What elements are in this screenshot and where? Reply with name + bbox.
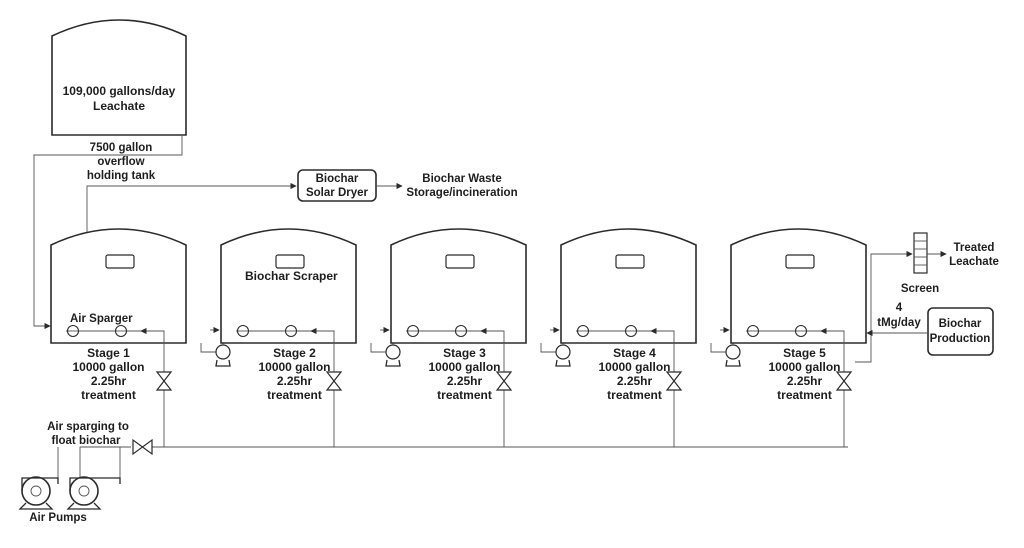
stage-3-volume: 10000 gallon [428,360,500,374]
biochar-solar-dryer: Biochar Solar Dryer [297,169,377,202]
air-sparger-label: Air Sparger [70,313,133,325]
stage-1-note: treatment [81,388,136,402]
overflow-tank-line3: holding tank [87,170,156,182]
feed-rate-line1: 4 [896,302,903,314]
stage-4-name: Stage 4 [613,346,656,360]
treated-label-line2: Leachate [949,256,999,268]
main-air-valve [132,438,153,456]
overflow-tank-line2: overflow [97,156,144,168]
stage-2-name: Stage 2 [273,346,316,360]
screen-label: Screen [901,283,939,295]
leachate-source-tank: 109,000 gallons/day Leachate [51,19,187,136]
stage-1-scraper [105,254,135,269]
stage-1-air-valve [155,371,173,391]
stage-2-time: 2.25hr [277,374,313,388]
screen [913,232,928,274]
air-sparging-label-line2: float biochar [51,435,121,447]
biochar-production-line2: Production [930,333,991,345]
dryer-label-line1: Biochar [316,173,359,185]
treated-label-line1: Treated [954,242,995,254]
stage-4-time: 2.25hr [617,374,653,388]
stage-1-volume: 10000 gallon [72,360,144,374]
air-pump-2 [66,476,121,510]
stage-3-time: 2.25hr [447,374,483,388]
biochar-production-box: Biochar Production [927,307,994,356]
biochar-production-line1: Biochar [939,318,982,330]
stage-4-air-valve [665,371,683,391]
stage-4-volume: 10000 gallon [598,360,670,374]
stage5-to-screen-line [855,250,913,363]
stage-1-time: 2.25hr [91,374,127,388]
stage-5-time: 2.25hr [787,374,823,388]
stage-3-air-valve [495,371,513,391]
biochar-scraper-label: Biochar Scraper [245,269,338,283]
stage-3-name: Stage 3 [443,346,486,360]
stage-5-volume: 10000 gallon [768,360,840,374]
source-tank-label: Leachate [93,99,145,113]
air-pump-1 [18,476,59,510]
stage-3-scraper [445,254,475,269]
stage-5-scraper [785,254,815,269]
source-tank-volume: 109,000 gallons/day [63,84,176,98]
air-sparging-label-line1: Air sparging to [47,421,129,433]
stage-4-scraper [615,254,645,269]
air-pumps-label: Air Pumps [29,512,87,524]
stage-4-note: treatment [607,388,662,402]
waste-label-line2: Storage/incineration [406,187,517,199]
stage-5-note: treatment [777,388,832,402]
overflow-tank-line1: 7500 gallon [90,142,153,154]
stage-5-name: Stage 5 [783,346,826,360]
stage-2-scraper [275,254,305,269]
feed-rate-line2: tMg/day [877,317,921,329]
stage-1-name: Stage 1 [87,346,130,360]
stage-3-note: treatment [437,388,492,402]
stage-5-air-valve [835,371,853,391]
stage-2-volume: 10000 gallon [258,360,330,374]
stage-2-note: treatment [267,388,322,402]
source-outlet-line [33,135,183,330]
dryer-label-line2: Solar Dryer [306,187,369,199]
stage-2-air-valve [325,371,343,391]
air-supply-line [79,446,131,478]
waste-label-line1: Biochar Waste [422,173,501,185]
